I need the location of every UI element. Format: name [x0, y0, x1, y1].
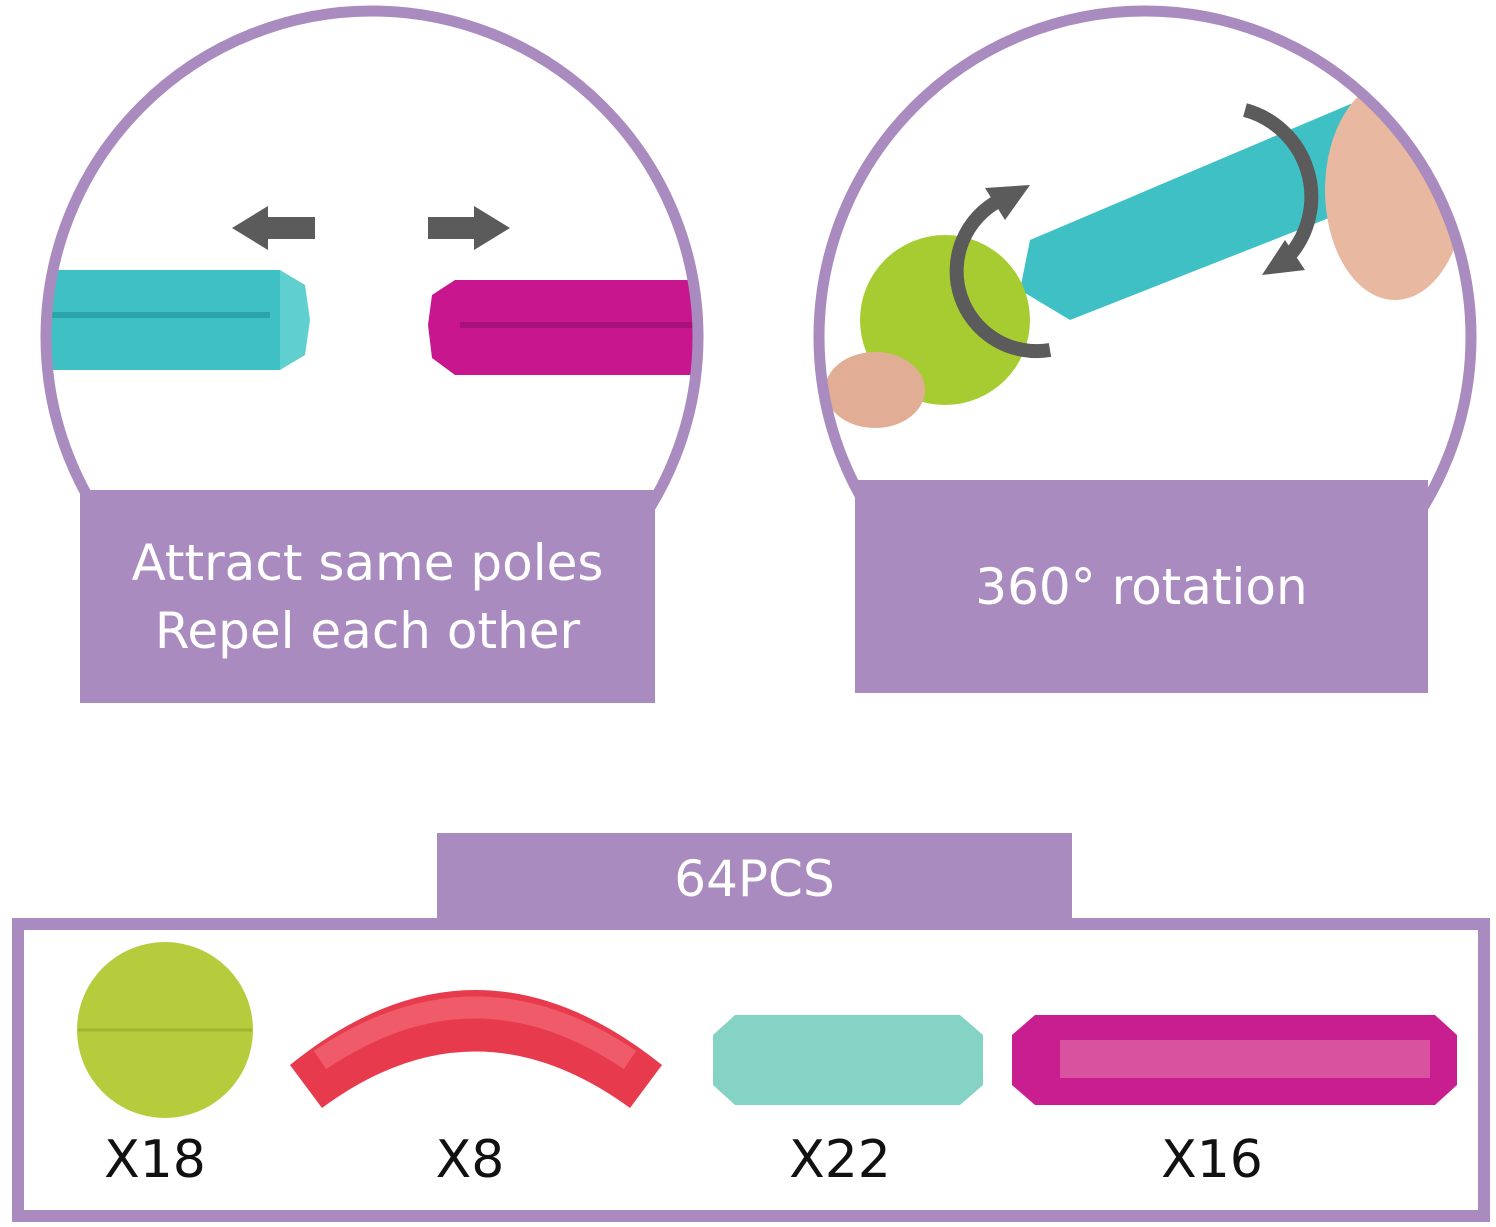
- rotation-illustration: [825, 80, 1465, 428]
- rotate-arrow-icon: [949, 193, 1052, 359]
- feature-label-repel: Attract same poles Repel each other: [80, 490, 655, 703]
- arrow-left-icon: [232, 206, 315, 250]
- piece-count: X22: [789, 1130, 891, 1190]
- pieces-frame: [12, 918, 1490, 1222]
- feature-line: 360° rotation: [975, 557, 1308, 616]
- short-rod-piece: [713, 1015, 983, 1105]
- set-count-tab: 64PCS: [437, 833, 1072, 924]
- magnet-repel-illustration: [46, 270, 698, 375]
- feature-label-rotation: 360° rotation: [855, 480, 1428, 693]
- hand: [1325, 80, 1465, 300]
- feature-line: Attract same poles: [131, 533, 604, 592]
- teal-rod: [46, 270, 280, 370]
- rotate-arrow-icon: [1243, 103, 1319, 260]
- piece-count: X18: [104, 1130, 206, 1190]
- set-count-label: 64PCS: [674, 849, 835, 908]
- feature-line: Repel each other: [154, 601, 581, 660]
- piece-count: X16: [1161, 1130, 1263, 1190]
- arrow-right-icon: [428, 206, 510, 250]
- piece-count: X8: [435, 1130, 505, 1190]
